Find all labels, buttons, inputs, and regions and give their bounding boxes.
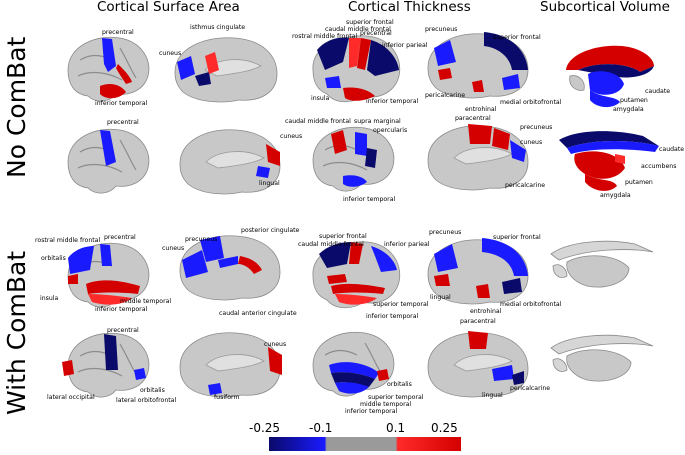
- label-d3-middle-temporal: middle temporal: [360, 401, 412, 408]
- row-title-no-combat: No ComBat: [2, 36, 31, 178]
- label-c2-posterior-cingulate: posterior cingulate: [241, 227, 300, 234]
- brain-b5-subcortical: [559, 131, 659, 191]
- label-c2-caudal-anterior-cingulate: caudal anterior cingulate: [219, 310, 297, 317]
- label-c3-inferior-parieal: inferior parieal: [384, 241, 430, 248]
- label-b5-putamen: putamen: [625, 179, 653, 186]
- label-b3-supra-marginal: supra marginal: [354, 118, 401, 125]
- brain-a3-lateral-thickness: [312, 35, 401, 103]
- label-d3-superior-temporal: superior temporal: [368, 394, 424, 401]
- label-a3-precentral: precentral: [360, 30, 392, 37]
- label-a1-inferior-temporal: inferior temporal: [95, 100, 148, 107]
- brain-a2-medial: [174, 37, 278, 103]
- label-b3-opercularis: opercularis: [373, 127, 408, 134]
- brain-d1-lateral: [62, 332, 150, 398]
- label-d1-lateral-occipital: lateral occipital: [47, 394, 95, 401]
- label-b3-inferior-temporal: inferior temporal: [343, 196, 396, 203]
- label-b2-lingual: lingual: [259, 180, 280, 187]
- label-a4-precuneus: precuneus: [425, 26, 458, 33]
- row-title-with-combat: With ComBat: [2, 250, 31, 415]
- brain-d5-subcortical: [550, 334, 654, 382]
- label-c3-superior-frontal: superior frontal: [319, 233, 367, 240]
- label-b5-accumbens: accumbens: [641, 163, 677, 170]
- label-a5-putamen: putamen: [620, 97, 648, 104]
- label-c3-superior-temporal: superior temporal: [373, 301, 429, 308]
- label-b4-cuneus: cuneus: [520, 139, 543, 146]
- brain-c3-lateral-thickness: [312, 241, 401, 309]
- colorbar-tick-neg01: -0.1: [309, 421, 333, 435]
- label-d1-precentral: precentral: [107, 327, 139, 334]
- brain-a4-medial-thickness: [427, 32, 529, 99]
- brain-a1-lateral: [67, 36, 150, 102]
- label-d4-lingual: lingual: [482, 392, 503, 399]
- brain-b2-medial: [179, 129, 281, 195]
- brain-c5-subcortical: [550, 240, 654, 288]
- label-c4-precuneus: precuneus: [429, 229, 462, 236]
- label-d2-cuneus: cuneus: [264, 341, 287, 348]
- label-a3-caudal-middle-frontal: caudal middle frontal: [325, 26, 391, 33]
- label-b4-precuneus: precuneus: [520, 124, 553, 131]
- label-a4-superior-frontal: superior frontal: [493, 34, 541, 41]
- label-c3-inferior-temporal: inferior temporal: [366, 313, 419, 320]
- brain-b4-medial-thickness: [427, 124, 529, 191]
- brain-d2-medial: [179, 332, 282, 398]
- column-title-subcortical: Subcortical Volume: [540, 0, 670, 15]
- label-c1-middle-temporal: middle temporal: [120, 298, 172, 305]
- brain-d4-medial-thickness: [427, 331, 529, 398]
- colorbar-tick-pos025: 0.25: [431, 421, 458, 435]
- label-c1-inferior-temporal: inferior temporal: [95, 306, 148, 313]
- label-d3-orbitalis: orbitalis: [387, 381, 412, 388]
- label-c4-medial-orbitofrontal: medial orbitofrontal: [500, 301, 562, 308]
- label-a4-entrohinal: entrohinal: [465, 106, 497, 113]
- label-a3-rostral-middle-frontal: rostral middle frontal: [292, 33, 358, 40]
- brain-c2-medial: [179, 235, 281, 301]
- label-c1-insula: insula: [40, 295, 59, 302]
- column-title-thickness: Cortical Thickness: [348, 0, 471, 15]
- label-a3-inferior-parieal: inferior parieal: [382, 42, 428, 49]
- label-c4-lingual: lingual: [430, 294, 451, 301]
- label-b5-amygdala: amygdala: [600, 192, 631, 199]
- label-d3-inferior-temporal: inferior temporal: [345, 408, 398, 415]
- label-d4-pericalcarine: pericalcarine: [510, 385, 551, 392]
- label-a3-insula: insula: [311, 95, 330, 102]
- brain-a5-subcortical: [566, 45, 654, 108]
- label-a4-pericalcarine: pericalcarine: [425, 92, 466, 99]
- brain-c4-medial-thickness: [427, 238, 529, 305]
- label-c4-entrohinal: entrohinal: [470, 308, 502, 315]
- brain-c1-lateral: [67, 242, 150, 308]
- label-a4-medial-orbitofrontal: medial orbitofrontal: [500, 99, 562, 106]
- label-a2-cuneus: cuneus: [159, 50, 182, 57]
- label-b1-precentral: precentral: [107, 119, 139, 126]
- label-c1-rostral-middle-frontal: rostral middle frontal: [35, 237, 101, 244]
- brain-b3-lateral-thickness: [312, 126, 395, 192]
- colorbar-tick-neg025: -0.25: [249, 421, 281, 435]
- label-c2-cuneus: cuneus: [162, 245, 185, 252]
- label-d1-orbitalis: orbitalis: [140, 387, 165, 394]
- label-a1-precentral: precentral: [102, 29, 134, 36]
- column-title-surface-area: Cortical Surface Area: [97, 0, 240, 15]
- label-b5-caudate: caudate: [659, 146, 685, 153]
- label-b2-cuneus: cuneus: [280, 133, 303, 140]
- label-b3-caudal-middle-frontal: caudal middle frontal: [285, 118, 351, 125]
- label-a5-amygdala: amygdala: [613, 106, 644, 113]
- label-c3-caudal-middle-frontal: caudal middle frontal: [298, 241, 364, 248]
- label-d4-paracentral: paracentral: [460, 318, 496, 325]
- label-c1-orbitalis: orbitalis: [41, 255, 66, 262]
- brain-d3-lateral-thickness: [312, 331, 395, 397]
- label-a3-inferior-temporal: inferior temporal: [366, 98, 419, 105]
- label-a3-superior-frontal: superior frontal: [346, 19, 394, 26]
- label-b4-paracentral: paracentral: [455, 115, 491, 122]
- label-a2-isthmus-cingulate: isthmus cingulate: [190, 24, 246, 31]
- label-c4-superior-frontal: superior frontal: [493, 234, 541, 241]
- label-d1-lateral-orbitofrontal: lateral orbitofrontal: [116, 397, 177, 404]
- label-a5-caudate: caudate: [645, 88, 671, 95]
- label-d2-fusiform: fusiform: [214, 394, 240, 401]
- label-c1-precentral: precentral: [104, 234, 136, 241]
- brain-b1-lateral: [67, 128, 150, 194]
- label-b4-pericalcarine: pericalcarine: [505, 182, 546, 189]
- colorbar: [269, 437, 461, 451]
- label-c2-precuneus: precuneus: [185, 236, 218, 243]
- colorbar-tick-pos01: 0.1: [386, 421, 406, 435]
